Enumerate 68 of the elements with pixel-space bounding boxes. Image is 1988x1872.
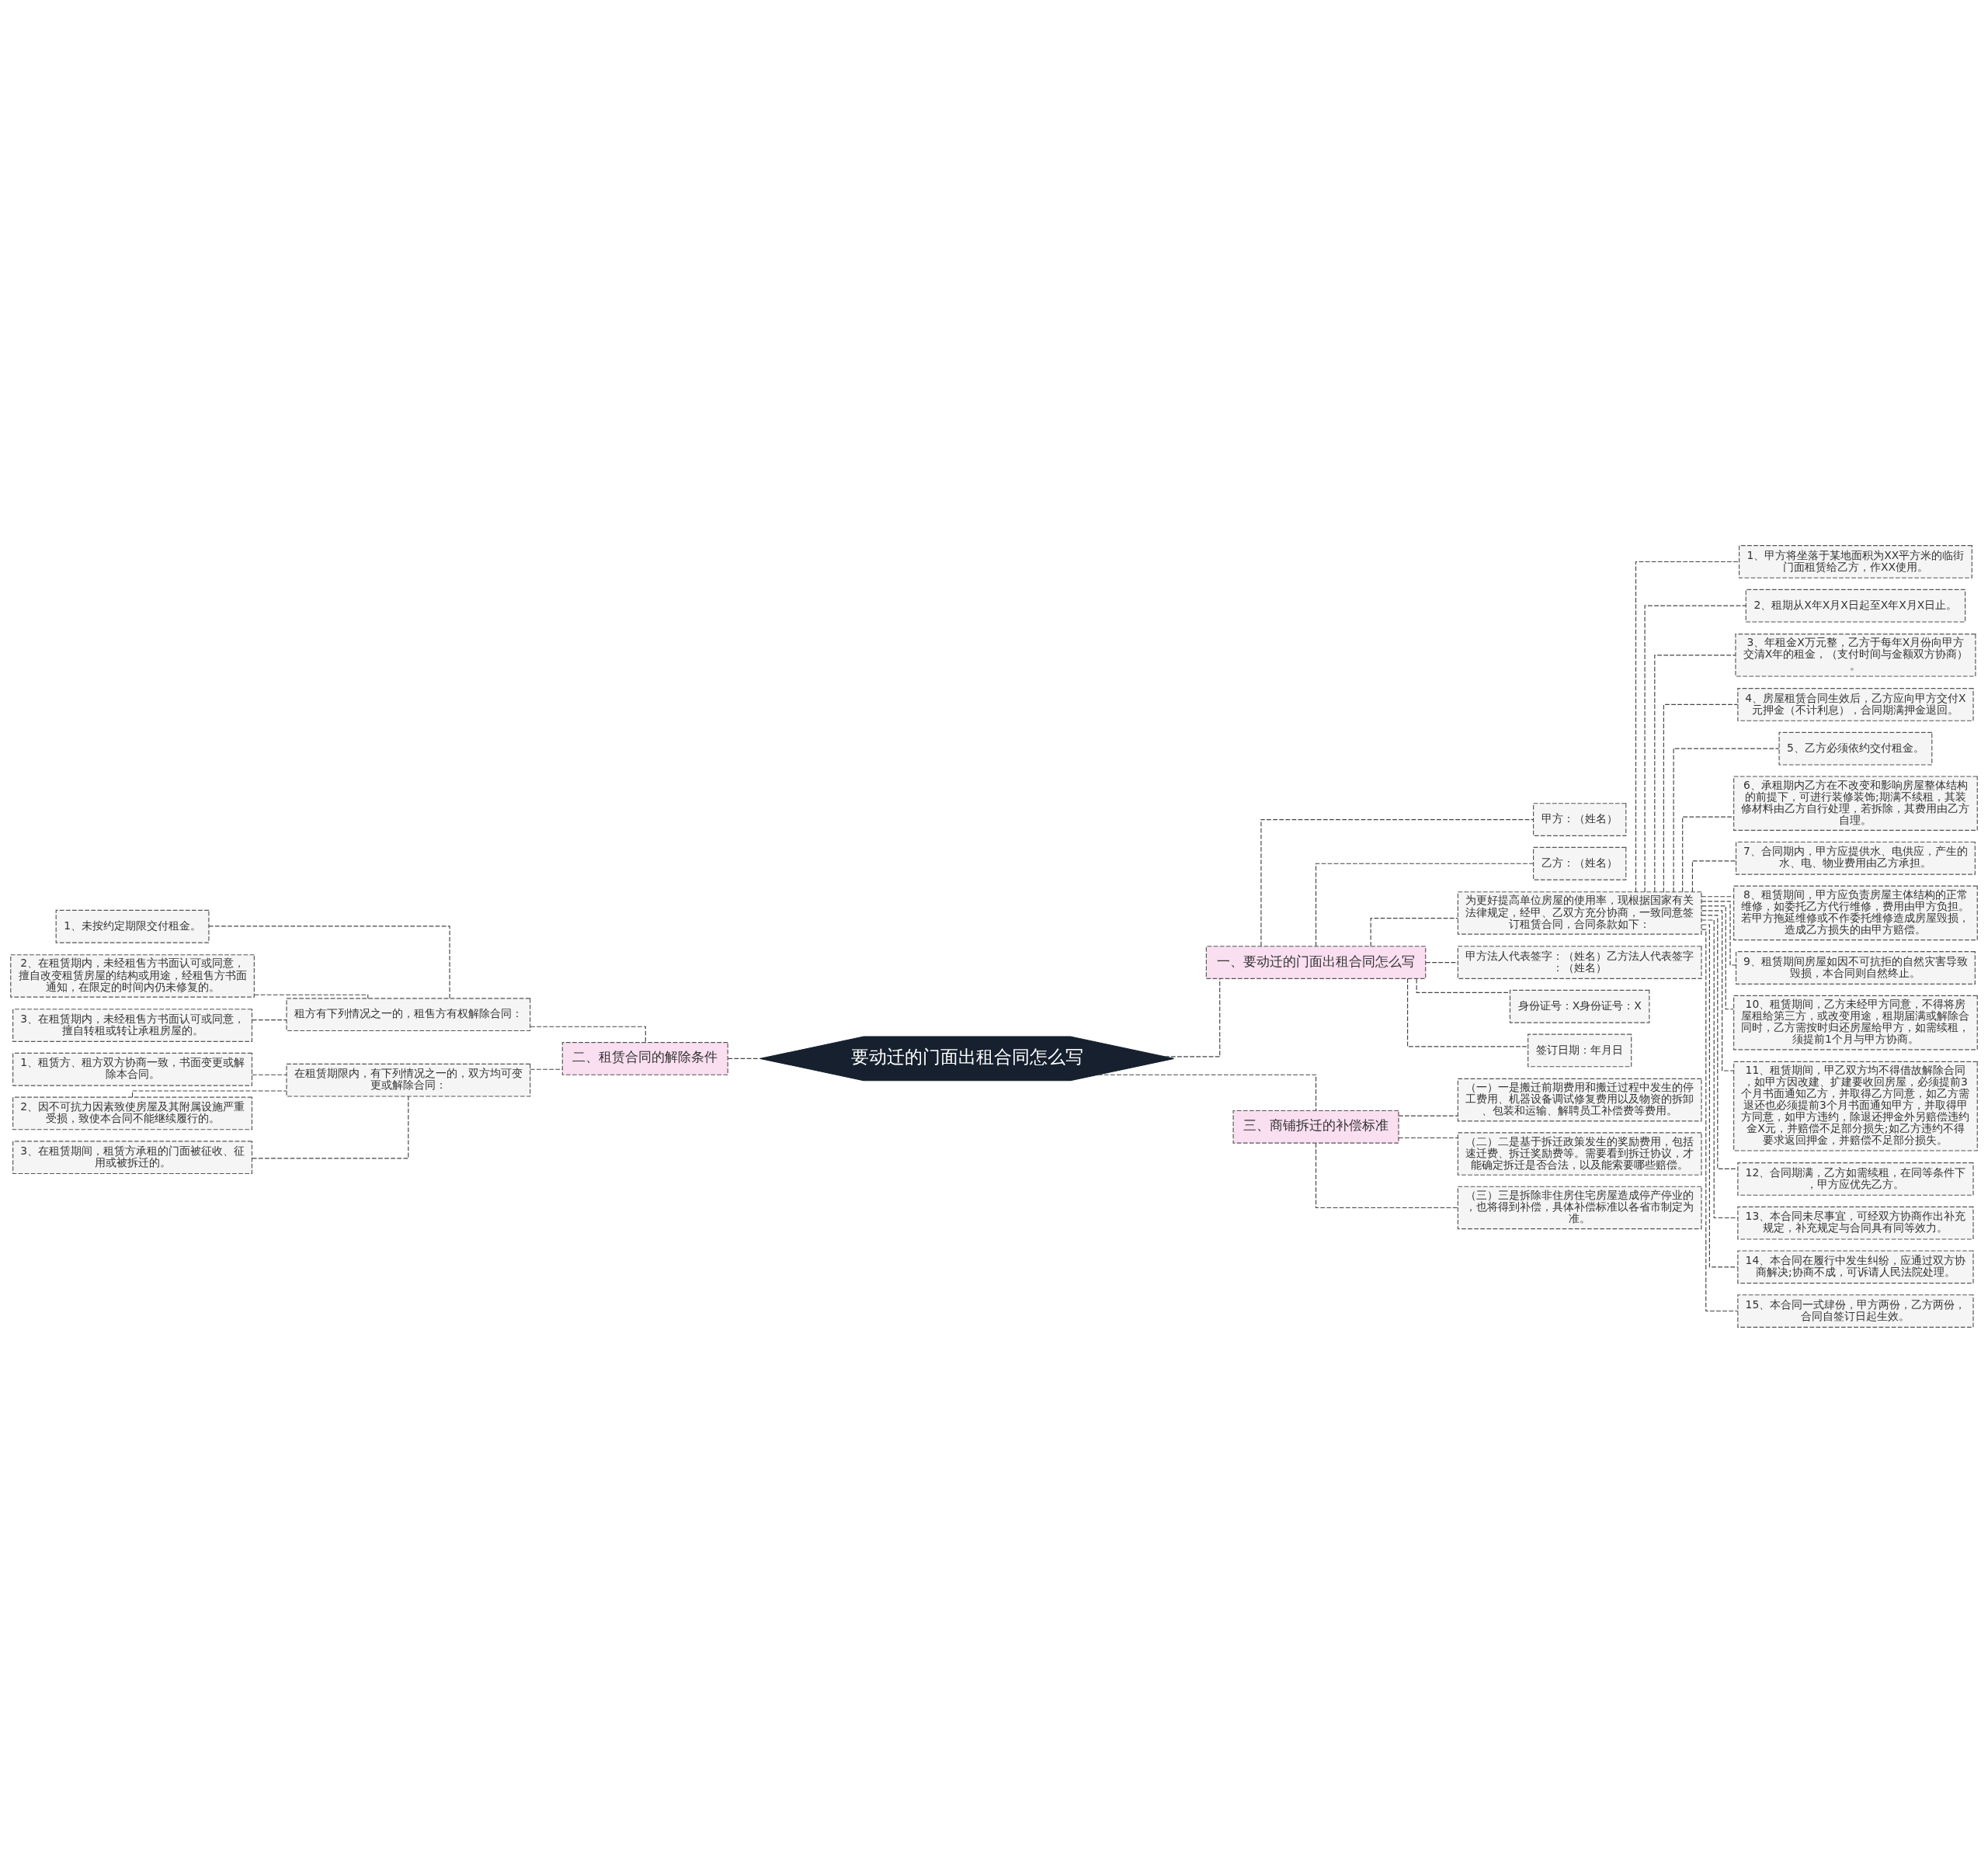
connector [1260,818,1534,946]
node-box: 3、在租赁期间，租赁方承租的门面被征收、征用或被拆迁的。 [12,1140,253,1174]
node-box: 5、乙方必须依约交付租金。 [1778,731,1933,766]
connector [1701,900,1736,966]
node-box: 15、本合同一式肆份，甲方两份，乙方两份，合同自签订日起生效。 [1737,1294,1974,1328]
connector [1673,748,1780,892]
connector [727,1058,761,1059]
node-box: 乙方：（姓名） [1533,846,1627,880]
node-box: 2、因不可抗力因素致使房屋及其附属设施严重受损，致使本合同不能继续履行的。 [12,1096,253,1130]
node-box: 2、在租赁期内，未经租售方书面认可或同意，擅自改变租赁房屋的结构或用途，经租售方书面通知，在限定的时间内仍未修复的。 [10,953,255,998]
connector [1644,605,1746,892]
connector [252,1019,287,1020]
node-box: 1、租赁方、租方双方协商一致，书面变更或解除本合同。 [12,1052,253,1086]
connector [252,1074,287,1075]
node-box: 8、租赁期间，甲方应负责房屋主体结构的正常维修，如委托乙方代行维修，费用由甲方负担。若甲方拖延维修或不作委托维修造成房屋毁损，造成乙方损失的由甲方赔偿。 [1733,885,1978,940]
connector [1398,1115,1458,1117]
connector [530,1068,563,1070]
node-box: 14、本合同在履行中发生纠纷，应通过双方协商解决;协商不成，可诉请人民法院处理。 [1737,1249,1974,1283]
connector [1164,978,1221,1057]
connector [1701,914,1739,1169]
node-box: 13、本合同未尽事宜，可经双方协商作出补充规定，补充规定与合同具有同等效力。 [1737,1206,1974,1240]
node-box: 甲方：（姓名） [1533,802,1627,836]
node-box: 2、租期从X年X月X日起至X年X月X日止。 [1745,589,1966,623]
connector [1701,905,1734,1009]
connector [1407,978,1528,1047]
node-box: （三）三是拆除非住房住宅房屋造成停产停业的，也将得到补偿，具体补偿标准以各省市制定为准。 [1457,1186,1702,1229]
connector [1315,863,1534,946]
node-box: 7、合同期内，甲方应提供水、电供应，产生的水、电、物业费用由乙方承担。 [1735,841,1976,875]
connector [1701,919,1739,1218]
node-box: 身份证号：X身份证号：X [1509,989,1650,1023]
node-box: 租方有下列情况之一的，租售方有权解除合同： [286,997,531,1031]
node-box: 三、商铺拆迁的补偿标准 [1232,1110,1399,1144]
node-box: 1、未按约定期限交付租金。 [55,909,210,943]
connector [1097,1074,1317,1111]
node-box: 签订日期：年月日 [1527,1033,1632,1067]
connector [1635,561,1740,892]
connector [1425,961,1458,963]
connector [1682,816,1735,892]
node-box: 10、租赁期间，乙方未经甲方同意，不得将房屋租给第三方，或改变用途，租期届满或解除合同时，乙方需按时归还房屋给甲方，如需续租，须提前1个月与甲方协商。 [1733,995,1978,1050]
node-box: （二）二是基于拆迁政策发生的奖励费用，包括速迁费、拆迁奖励费等。需要看到拆迁协议，才能确定拆迁是否合法，以及能索要哪些赔偿。 [1457,1131,1702,1176]
connector [530,1026,646,1043]
node-box: 12、合同期满，乙方如需续租，在同等条件下，甲方应优先乙方。 [1737,1162,1974,1196]
node-box: 9、租赁期间房屋如因不可抗拒的自然灾害导致毁损，本合同则自然终止。 [1735,950,1976,985]
connector [1701,895,1735,897]
connector [208,925,450,999]
node-box: 在租赁期限内，有下列情况之一的，双方均可变更或解除合同： [286,1063,531,1097]
connector [132,1089,287,1097]
node-box: 为更好提高单位房屋的使用率，现根据国家有关法律规定，经甲、乙双方充分协商，一致同意签订租赁合同，合同条款如下： [1457,891,1702,935]
connector [1398,1137,1458,1138]
connector [1315,1142,1458,1208]
node-box: 11、租赁期间，甲乙双方均不得借故解除合同，如甲方因改建、扩建要收回房屋，必须提前3个月书面通知乙方，并取得乙方同意，如乙方需退还也必须提前3个月书面通知甲方，并取得甲方同意，如甲方违约，除退还押金外另赔偿违约金X元，并赔偿不足部分损失;如乙方违约不得要求返回押金，并赔偿不足部分损失。 [1733,1061,1978,1151]
connector [1691,860,1736,892]
node-box: 甲方法人代表签字：（姓名）乙方法人代表签字：（姓名） [1457,945,1702,979]
connector [253,994,369,999]
connector [1654,654,1736,892]
connector [252,1095,409,1158]
connector [1370,917,1458,946]
node-box: 4、房屋租赁合同生效后，乙方应向甲方交付X元押金（不计利息），合同期满押金退回。 [1737,687,1974,721]
node-box: （一）一是搬迁前期费用和搬迁过程中发生的停工费用、机器设备调试修复费用以及物资的拆卸、包装和运输、解聘员工补偿费等费用。 [1457,1078,1702,1121]
connector [1701,909,1735,1071]
node-box: 二、租赁合同的解除条件 [561,1041,728,1075]
node-box: 1、甲方将坐落于某地面积为XX平方米的临街门面租赁给乙方，作XX使用。 [1739,544,1972,578]
node-box: 3、在租赁期内，未经租售方书面认可或同意，擅自转租或转让承租房屋的。 [12,1008,253,1042]
node-box: 3、年租金X万元整，乙方于每年X月份向甲方交清X年的租金，（支付时间与金额双方协商）。 [1735,633,1976,677]
connector [1416,978,1510,993]
node-box: 一、要动迁的门面出租合同怎么写 [1205,945,1427,979]
connector [1663,703,1739,892]
node-box: 6、承租期内乙方在不改变和影响房屋整体结构的前提下，可进行装修装饰;期满不续租，其装修材料由乙方自行处理，若拆除，其费用由乙方自理。 [1733,775,1978,831]
